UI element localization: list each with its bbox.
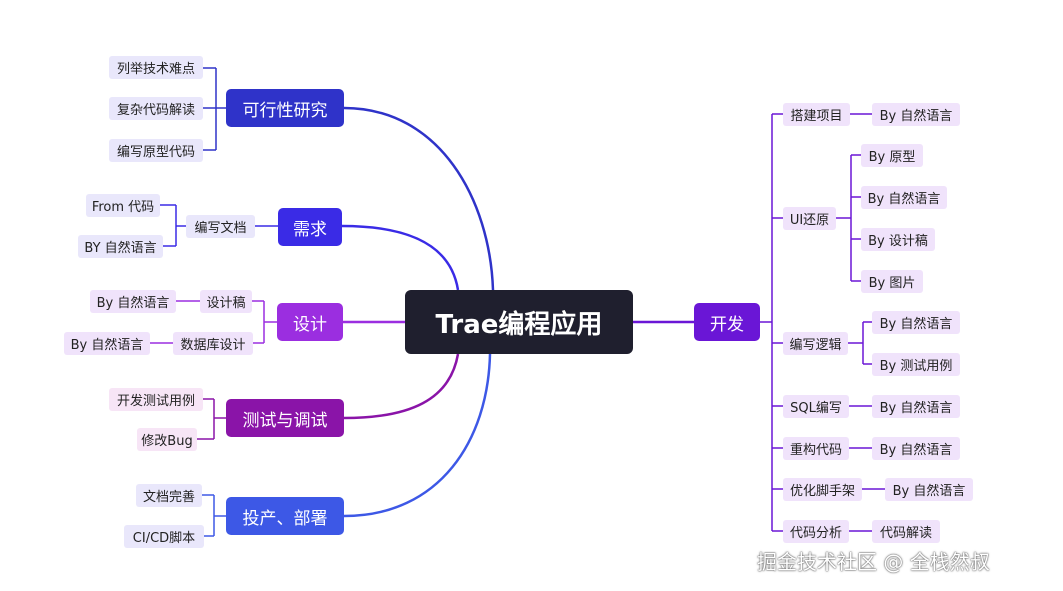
branch-design[interactable]: 设计 (277, 303, 343, 341)
design-leaf[interactable]: By 自然语言 (90, 290, 176, 313)
design-child[interactable]: 设计稿 (200, 290, 252, 313)
dev-leaf[interactable]: By 图片 (861, 270, 923, 293)
dev-child[interactable]: 重构代码 (783, 437, 849, 460)
feasibility-item[interactable]: 列举技术难点 (109, 56, 203, 79)
requirements-leaf[interactable]: From 代码 (86, 194, 160, 217)
dev-tree (760, 113, 885, 532)
link-root-feasibility (343, 106, 495, 291)
dev-leaf[interactable]: 代码解读 (872, 520, 940, 543)
dev-child[interactable]: UI还原 (783, 207, 836, 230)
testing-bracket (197, 398, 226, 440)
dev-child[interactable]: 搭建项目 (783, 103, 850, 126)
dev-leaf[interactable]: By 自然语言 (872, 103, 960, 126)
dev-leaf[interactable]: By 自然语言 (872, 395, 960, 418)
dev-leaf[interactable]: By 原型 (861, 144, 923, 167)
root-node[interactable]: Trae编程应用 (405, 290, 633, 354)
testing-item[interactable]: 修改Bug (137, 428, 197, 451)
branch-feasibility[interactable]: 可行性研究 (226, 89, 344, 127)
requirements-child[interactable]: 编写文档 (186, 215, 255, 238)
dev-child[interactable]: SQL编写 (783, 395, 849, 418)
dev-leaf[interactable]: By 自然语言 (872, 437, 960, 460)
branch-requirements[interactable]: 需求 (278, 208, 342, 246)
branch-deploy[interactable]: 投产、部署 (226, 497, 344, 535)
dev-leaf[interactable]: By 测试用例 (872, 353, 960, 376)
dev-leaf[interactable]: By 设计稿 (861, 228, 935, 251)
feasibility-item[interactable]: 复杂代码解读 (109, 97, 203, 120)
dev-child[interactable]: 编写逻辑 (783, 332, 848, 355)
deploy-bracket (202, 494, 226, 537)
link-root-testing (343, 353, 460, 420)
design-child[interactable]: 数据库设计 (173, 332, 253, 355)
dev-leaf[interactable]: By 自然语言 (872, 311, 960, 334)
feasibility-item[interactable]: 编写原型代码 (109, 139, 203, 162)
requirements-bracket (160, 204, 278, 247)
dev-leaf[interactable]: By 自然语言 (861, 186, 947, 209)
branch-dev[interactable]: 开发 (694, 303, 760, 341)
requirements-leaf[interactable]: BY 自然语言 (78, 235, 163, 258)
deploy-item[interactable]: CI/CD脚本 (124, 525, 204, 548)
testing-item[interactable]: 开发测试用例 (109, 388, 203, 411)
watermark-text: 掘金技术社区 @ 全栈然叔 (757, 550, 990, 574)
dev-child[interactable]: 优化脚手架 (783, 478, 862, 501)
dev-child[interactable]: 代码分析 (783, 520, 849, 543)
deploy-item[interactable]: 文档完善 (136, 484, 202, 507)
link-root-requirements (341, 224, 460, 291)
design-bracket (150, 300, 277, 344)
design-leaf[interactable]: By 自然语言 (64, 332, 150, 355)
branch-testing[interactable]: 测试与调试 (226, 399, 344, 437)
dev-leaf[interactable]: By 自然语言 (885, 478, 973, 501)
link-root-deploy (343, 353, 492, 518)
feasibility-bracket (203, 67, 226, 151)
